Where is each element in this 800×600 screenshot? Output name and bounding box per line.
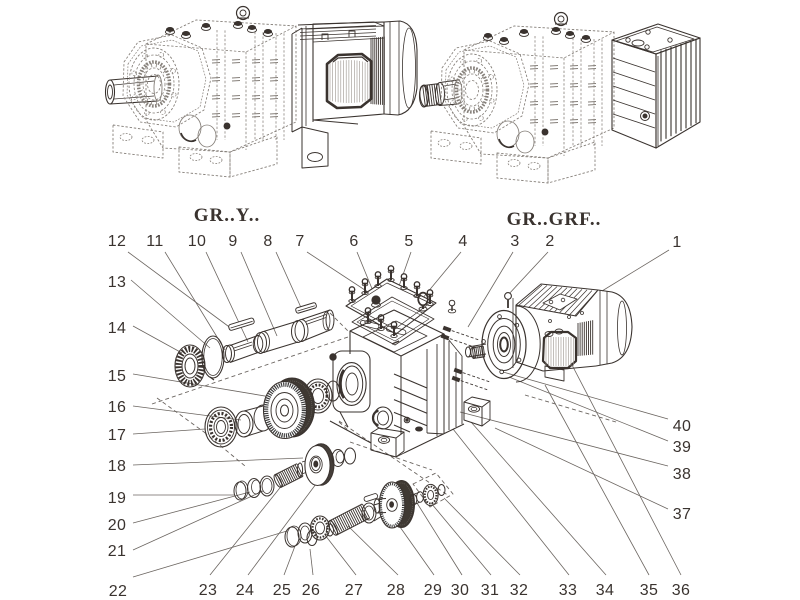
- svg-text:4: 4: [458, 233, 467, 250]
- svg-text:36: 36: [672, 582, 691, 599]
- svg-text:24: 24: [236, 582, 255, 599]
- svg-text:30: 30: [451, 582, 470, 599]
- svg-text:35: 35: [640, 582, 659, 599]
- svg-text:27: 27: [345, 582, 364, 599]
- svg-text:23: 23: [199, 582, 218, 599]
- svg-text:7: 7: [295, 233, 304, 250]
- svg-text:9: 9: [228, 233, 237, 250]
- svg-text:18: 18: [108, 458, 127, 475]
- svg-text:40: 40: [673, 418, 692, 435]
- svg-text:32: 32: [510, 582, 529, 599]
- svg-text:20: 20: [108, 517, 127, 534]
- svg-text:10: 10: [188, 233, 207, 250]
- svg-text:1: 1: [672, 234, 681, 251]
- svg-text:19: 19: [108, 490, 127, 507]
- svg-text:31: 31: [481, 582, 500, 599]
- svg-text:25: 25: [273, 582, 292, 599]
- svg-text:8: 8: [263, 233, 272, 250]
- svg-text:12: 12: [108, 233, 127, 250]
- svg-text:15: 15: [108, 368, 127, 385]
- svg-text:13: 13: [108, 274, 127, 291]
- svg-text:37: 37: [673, 506, 692, 523]
- svg-text:39: 39: [673, 439, 692, 456]
- svg-text:21: 21: [108, 543, 127, 560]
- svg-text:38: 38: [673, 466, 692, 483]
- svg-text:16: 16: [108, 399, 127, 416]
- svg-text:29: 29: [424, 582, 443, 599]
- svg-text:22: 22: [109, 583, 128, 600]
- svg-text:26: 26: [302, 582, 321, 599]
- svg-text:33: 33: [559, 582, 578, 599]
- svg-text:17: 17: [108, 427, 127, 444]
- svg-text:GR..Y..: GR..Y..: [194, 205, 260, 226]
- svg-text:11: 11: [146, 233, 163, 250]
- svg-text:GR..GRF..: GR..GRF..: [507, 209, 602, 230]
- svg-text:5: 5: [404, 233, 413, 250]
- svg-text:28: 28: [387, 582, 406, 599]
- svg-text:3: 3: [510, 233, 519, 250]
- svg-text:6: 6: [349, 233, 358, 250]
- svg-text:2: 2: [545, 233, 554, 250]
- svg-text:34: 34: [596, 582, 615, 599]
- svg-text:14: 14: [108, 320, 127, 337]
